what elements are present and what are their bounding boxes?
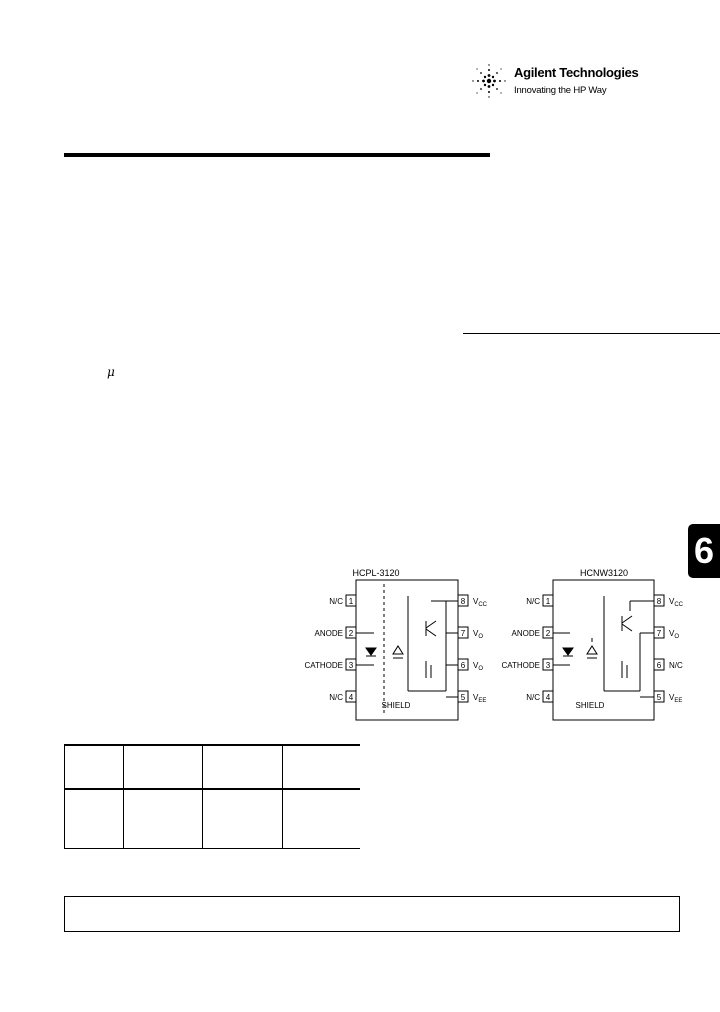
pin-num: 6 <box>657 661 662 670</box>
diagram-title: HCNW3120 <box>580 568 628 578</box>
pin-sub: EE <box>674 698 682 704</box>
pin-label: V <box>473 629 479 638</box>
shield-label: SHIELD <box>382 701 411 710</box>
pin-num: 5 <box>657 693 662 702</box>
diagram-title: HCPL-3120 <box>352 568 399 578</box>
table-cell <box>123 789 204 849</box>
pin-label: V <box>473 661 479 670</box>
pin-label: CATHODE <box>501 661 540 670</box>
svg-text:VEE: VEE <box>473 693 486 704</box>
pin-num: 4 <box>349 693 354 702</box>
pin-label: N/C <box>669 661 683 670</box>
svg-text:VCC: VCC <box>669 597 684 608</box>
pin-sub: O <box>674 634 679 640</box>
left-pins: 1 2 3 4 N/C ANODE CATHODE N/C <box>501 594 554 703</box>
pin-sub: EE <box>478 698 486 704</box>
right-pins: 8 7 6 5 VCC VO VO VEE <box>457 594 488 704</box>
left-pins: 1 2 3 4 N/C ANODE CATHODE N/C <box>304 594 357 703</box>
pin-label: N/C <box>329 597 343 606</box>
pin-sub: CC <box>478 602 487 608</box>
empty-table <box>64 744 360 849</box>
svg-text:VCC: VCC <box>473 597 488 608</box>
pin-label: N/C <box>526 597 540 606</box>
pin-num: 3 <box>546 661 551 670</box>
pinout-diagram-hcnw3120: HCNW3120 1 2 3 4 N/C ANODE CATHODE N/C 8… <box>500 566 700 726</box>
table-cell <box>123 745 204 790</box>
pin-num: 7 <box>461 629 466 638</box>
pin-num: 6 <box>461 661 466 670</box>
table-cell <box>64 745 124 790</box>
pin-label: ANODE <box>512 629 540 638</box>
pin-num: 2 <box>349 629 354 638</box>
pin-num: 2 <box>546 629 551 638</box>
table-cell <box>282 789 360 849</box>
pin-num: 7 <box>657 629 662 638</box>
table-cell <box>202 745 283 790</box>
pin-label: ANODE <box>315 629 343 638</box>
pin-label: V <box>473 693 479 702</box>
pin-sub: O <box>478 666 483 672</box>
pin-num: 3 <box>349 661 354 670</box>
note-box <box>64 896 680 932</box>
pin-label: V <box>669 693 675 702</box>
pin-sub: O <box>478 634 483 640</box>
agilent-logo: Agilent Technologies Innovating the HP W… <box>468 60 668 102</box>
pin-num: 5 <box>461 693 466 702</box>
pin-num: 1 <box>349 597 354 606</box>
pin-label: N/C <box>526 693 540 702</box>
svg-text:VO: VO <box>473 629 483 640</box>
pin-num: 4 <box>546 693 551 702</box>
shield-label: SHIELD <box>576 701 605 710</box>
svg-text:VO: VO <box>473 661 483 672</box>
mu-symbol: μ <box>107 365 115 379</box>
pinout-diagram-hcpl3120: HCPL-3120 1 2 3 4 N/C ANODE CATHODE N/C … <box>296 566 496 726</box>
pin-label: V <box>669 597 675 606</box>
header-rule <box>64 153 490 157</box>
internal-circuit <box>356 584 458 716</box>
svg-text:VEE: VEE <box>669 693 682 704</box>
pin-sub: CC <box>674 602 683 608</box>
table-cell <box>202 789 283 849</box>
table-cell <box>282 745 360 790</box>
pin-num: 8 <box>461 597 466 606</box>
pin-label: N/C <box>329 693 343 702</box>
pin-num: 1 <box>546 597 551 606</box>
section-tab: 6 <box>688 524 720 578</box>
pin-label: V <box>669 629 675 638</box>
internal-circuit <box>553 596 654 698</box>
pin-label: V <box>473 597 479 606</box>
agilent-starburst-icon <box>472 64 506 98</box>
table-cell <box>64 789 124 849</box>
pin-label: CATHODE <box>304 661 343 670</box>
section-rule <box>463 333 720 334</box>
company-tagline: Innovating the HP Way <box>514 85 607 96</box>
right-pins: 8 7 6 5 VCC VO N/C VEE <box>653 594 684 704</box>
pin-num: 8 <box>657 597 662 606</box>
svg-text:N/C: N/C <box>669 661 683 670</box>
svg-text:VO: VO <box>669 629 679 640</box>
company-name: Agilent Technologies <box>514 65 639 80</box>
